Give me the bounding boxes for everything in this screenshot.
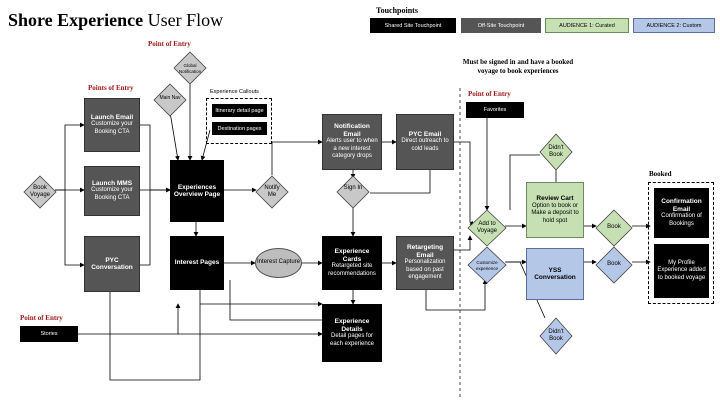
add-to-voyage-label[interactable]: Add to Voyage [476,221,498,234]
didnt-book-top-diamond [539,133,573,171]
callouts-label: Experience Callouts [210,89,259,95]
book-blue-diamond [595,246,633,284]
notify-me-diamond [255,175,289,209]
entry-label-bottom: Point of Entry [20,314,63,322]
didnt-book-bottom-diamond [539,317,573,355]
entry-label-right: Point of Entry [468,90,511,98]
book-voyage-label: Book Voyage [29,185,51,198]
legend-shared-site: Shared Site Touchpoint [370,18,456,33]
book-green-label[interactable]: Book [607,224,621,230]
notify-me-label: Notify Me [264,185,280,198]
customize-experience-label[interactable]: Customize experience [475,260,498,271]
entry-label-left: Points of Entry [88,84,134,92]
legend-audience-custom: AUDIENCE 2: Custom [633,18,715,33]
customize-experience-diamond [467,246,507,284]
interest-pages-box[interactable]: Interest Pages [170,236,224,290]
main-nav-diamond [153,83,187,117]
legend-audience-curated: AUDIENCE 1: Curated [545,18,629,33]
stories-entry[interactable]: Stories [20,326,78,342]
yss-conversation-box: YSS Conversation [526,248,584,300]
experiences-overview-box[interactable]: Experiences Overview Page [170,160,224,222]
main-nav-label: Main Nav [159,95,181,101]
book-voyage-diamond [23,175,57,209]
didnt-book-bottom-label: Didn't Book [548,329,564,342]
experience-callouts-group [206,98,272,144]
pyc-conversation-box: PYC Conversation [84,236,140,292]
booked-group [648,182,714,304]
book-green-diamond [595,209,633,247]
legend-off-site: Off-Site Touchpoint [461,18,541,33]
didnt-book-top-label: Didn't Book [548,145,564,158]
add-to-voyage-diamond [467,209,507,247]
sign-in-label: Sign In [343,185,363,191]
entry-label-top: Point of Entry [148,40,191,48]
sign-in-diamond [336,175,370,209]
global-notification-label: Global Notification [178,63,202,74]
global-notification-diamond [173,51,207,85]
book-blue-label[interactable]: Book [607,261,621,267]
itinerary-detail-page[interactable]: Itinerary detail page [212,104,267,117]
page-title: Shore Experience User Flow [8,10,224,30]
legend-title: Touchpoints [376,6,418,15]
favorites-entry[interactable]: Favorites [466,102,524,118]
interest-capture-ellipse[interactable]: Interest Capture [255,248,302,278]
signed-in-note: Must be signed in and have a booked voya… [462,58,574,75]
booked-label: Booked [649,170,672,178]
my-profile-box[interactable]: My Profile Experience added to booked vo… [654,244,709,298]
destination-pages[interactable]: Destination pages [212,122,267,135]
